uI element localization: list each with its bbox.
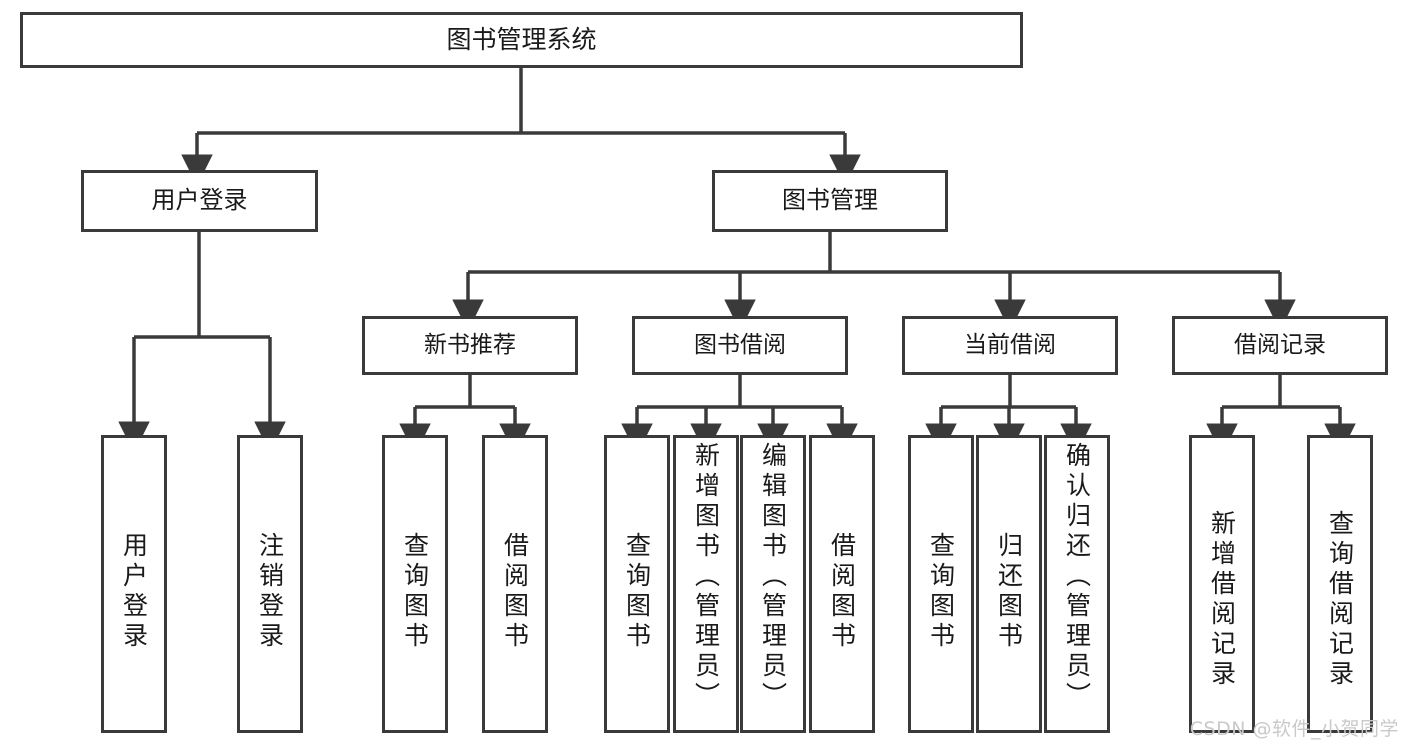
- node-label: 用户登录: [151, 186, 248, 215]
- csdn-watermark: CSDN @软件_小贺同学: [1189, 718, 1399, 740]
- leaf-recommend-borrow-book[interactable]: 借阅图书: [482, 435, 548, 733]
- node-book-management[interactable]: 图书管理: [712, 170, 948, 232]
- node-new-book-recommend[interactable]: 新书推荐: [362, 316, 578, 375]
- leaf-current-return-book[interactable]: 归还图书: [976, 435, 1042, 733]
- node-book-borrow[interactable]: 图书借阅: [632, 316, 848, 375]
- node-label: 新书推荐: [424, 332, 516, 359]
- node-current-borrow[interactable]: 当前借阅: [902, 316, 1118, 375]
- node-label: 图书管理: [782, 186, 878, 215]
- node-label: 用户登录: [119, 532, 149, 652]
- node-label: 新增借阅记录: [1207, 510, 1237, 690]
- leaf-borrow-edit-book-admin[interactable]: 编辑图书（管理员）: [740, 435, 806, 733]
- node-label: 查询借阅记录: [1325, 510, 1355, 690]
- node-label: 确认归还（管理员）: [1062, 442, 1092, 712]
- node-label: 图书管理系统: [446, 24, 597, 54]
- node-label: 借阅记录: [1234, 332, 1326, 359]
- leaf-current-query-book[interactable]: 查询图书: [908, 435, 974, 733]
- node-label: 查询图书: [926, 532, 956, 652]
- node-label: 借阅图书: [827, 532, 857, 652]
- node-label: 图书借阅: [694, 332, 786, 359]
- leaf-borrow-query-book[interactable]: 查询图书: [604, 435, 670, 733]
- node-root-system[interactable]: 图书管理系统: [20, 12, 1023, 68]
- leaf-user-login-logout[interactable]: 注销登录: [237, 435, 303, 733]
- node-label: 编辑图书（管理员）: [758, 442, 788, 712]
- leaf-record-add-record[interactable]: 新增借阅记录: [1189, 435, 1255, 733]
- node-label: 查询图书: [622, 532, 652, 652]
- node-label: 当前借阅: [964, 332, 1056, 359]
- leaf-record-query-record[interactable]: 查询借阅记录: [1307, 435, 1373, 733]
- node-label: 查询图书: [400, 532, 430, 652]
- leaf-user-login-login[interactable]: 用户登录: [101, 435, 167, 733]
- node-label: 注销登录: [255, 532, 285, 652]
- leaf-borrow-borrow-book[interactable]: 借阅图书: [809, 435, 875, 733]
- node-user-login[interactable]: 用户登录: [81, 170, 318, 232]
- leaf-recommend-query-book[interactable]: 查询图书: [382, 435, 448, 733]
- node-label: 借阅图书: [500, 532, 530, 652]
- node-label: 归还图书: [994, 532, 1024, 652]
- node-borrow-record[interactable]: 借阅记录: [1172, 316, 1388, 375]
- leaf-borrow-add-book-admin[interactable]: 新增图书（管理员）: [673, 435, 739, 733]
- leaf-current-confirm-return-admin[interactable]: 确认归还（管理员）: [1044, 435, 1110, 733]
- node-label: 新增图书（管理员）: [691, 442, 721, 712]
